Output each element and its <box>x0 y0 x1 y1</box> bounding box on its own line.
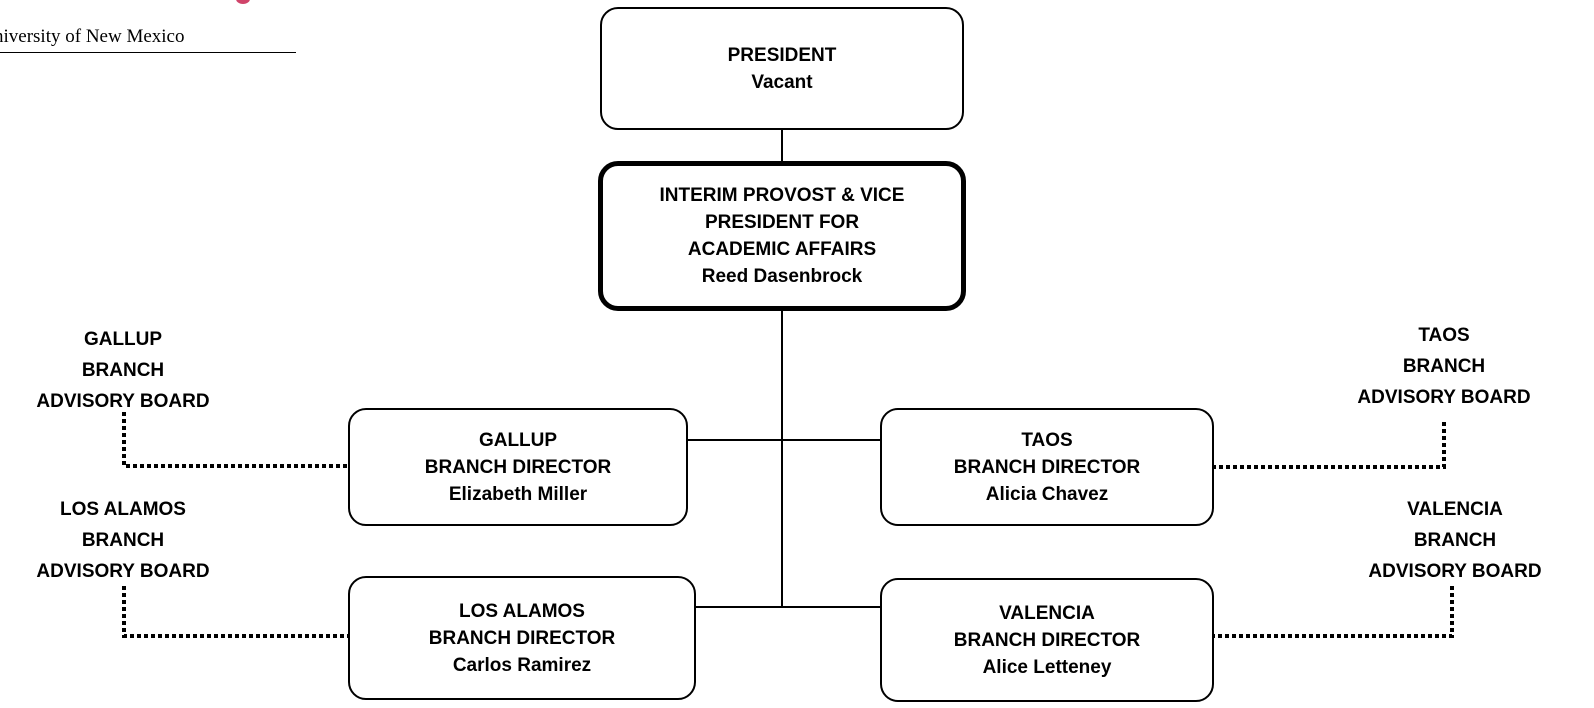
gallup-campus: GALLUP <box>478 429 558 451</box>
gallup-role: BRANCH DIRECTOR <box>424 456 612 478</box>
gallup-advisory-board: GALLUP BRANCH ADVISORY BOARD <box>0 324 246 417</box>
university-logo-fragment <box>236 0 250 4</box>
valencia-board-line-3: ADVISORY BOARD <box>1368 561 1542 582</box>
valencia-board-line-2: BRANCH <box>1413 530 1497 551</box>
president-name: Vacant <box>751 71 813 93</box>
losalamos-director-box: LOS ALAMOS BRANCH DIRECTOR Carlos Ramire… <box>348 576 696 700</box>
taos-board-line-1: TAOS <box>1418 325 1470 346</box>
taos-board-line-2: BRANCH <box>1402 356 1486 377</box>
provost-box: INTERIM PROVOST & VICE PRESIDENT FOR ACA… <box>598 161 966 311</box>
provost-title-line-3: ACADEMIC AFFAIRS <box>687 239 877 260</box>
gallup-board-line-2: BRANCH <box>81 360 165 381</box>
provost-title-line-1: INTERIM PROVOST & VICE <box>659 185 905 206</box>
gallup-board-line-1: GALLUP <box>83 329 163 350</box>
taos-advisory-connector <box>1214 422 1446 469</box>
valencia-advisory-connector <box>1214 586 1454 638</box>
losalamos-advisory-board: LOS ALAMOS BRANCH ADVISORY BOARD <box>0 494 246 587</box>
president-box: PRESIDENT Vacant <box>600 7 964 130</box>
losalamos-director-name: Carlos Ramirez <box>452 654 592 676</box>
losalamos-board-line-2: BRANCH <box>81 530 165 551</box>
losalamos-campus: LOS ALAMOS <box>459 600 585 622</box>
university-name: niversity of New Mexico <box>0 26 185 47</box>
gallup-advisory-connector <box>122 412 348 468</box>
valencia-board-line-1: VALENCIA <box>1407 499 1503 520</box>
taos-director-name: Alicia Chavez <box>985 483 1109 505</box>
losalamos-advisory-connector <box>122 586 348 638</box>
gallup-director-name: Elizabeth Miller <box>448 483 588 505</box>
provost-name: Reed Dasenbrock <box>701 266 863 287</box>
university-header: niversity of New Mexico <box>0 22 296 53</box>
valencia-director-box: VALENCIA BRANCH DIRECTOR Alice Letteney <box>880 578 1214 702</box>
taos-board-line-3: ADVISORY BOARD <box>1357 387 1531 408</box>
valencia-role: BRANCH DIRECTOR <box>953 629 1141 651</box>
losalamos-board-line-3: ADVISORY BOARD <box>36 561 210 582</box>
taos-campus: TAOS <box>1021 429 1073 451</box>
valencia-director-name: Alice Letteney <box>982 656 1112 678</box>
provost-title-line-2: PRESIDENT FOR <box>704 212 860 233</box>
losalamos-board-line-1: LOS ALAMOS <box>60 499 186 520</box>
valencia-campus: VALENCIA <box>999 602 1095 624</box>
taos-director-box: TAOS BRANCH DIRECTOR Alicia Chavez <box>880 408 1214 526</box>
taos-role: BRANCH DIRECTOR <box>953 456 1141 478</box>
gallup-director-box: GALLUP BRANCH DIRECTOR Elizabeth Miller <box>348 408 688 526</box>
gallup-board-line-3: ADVISORY BOARD <box>36 391 210 412</box>
taos-advisory-board: TAOS BRANCH ADVISORY BOARD <box>1320 320 1568 413</box>
valencia-advisory-board: VALENCIA BRANCH ADVISORY BOARD <box>1330 494 1580 587</box>
president-title: PRESIDENT <box>727 44 837 66</box>
losalamos-role: BRANCH DIRECTOR <box>428 627 616 649</box>
